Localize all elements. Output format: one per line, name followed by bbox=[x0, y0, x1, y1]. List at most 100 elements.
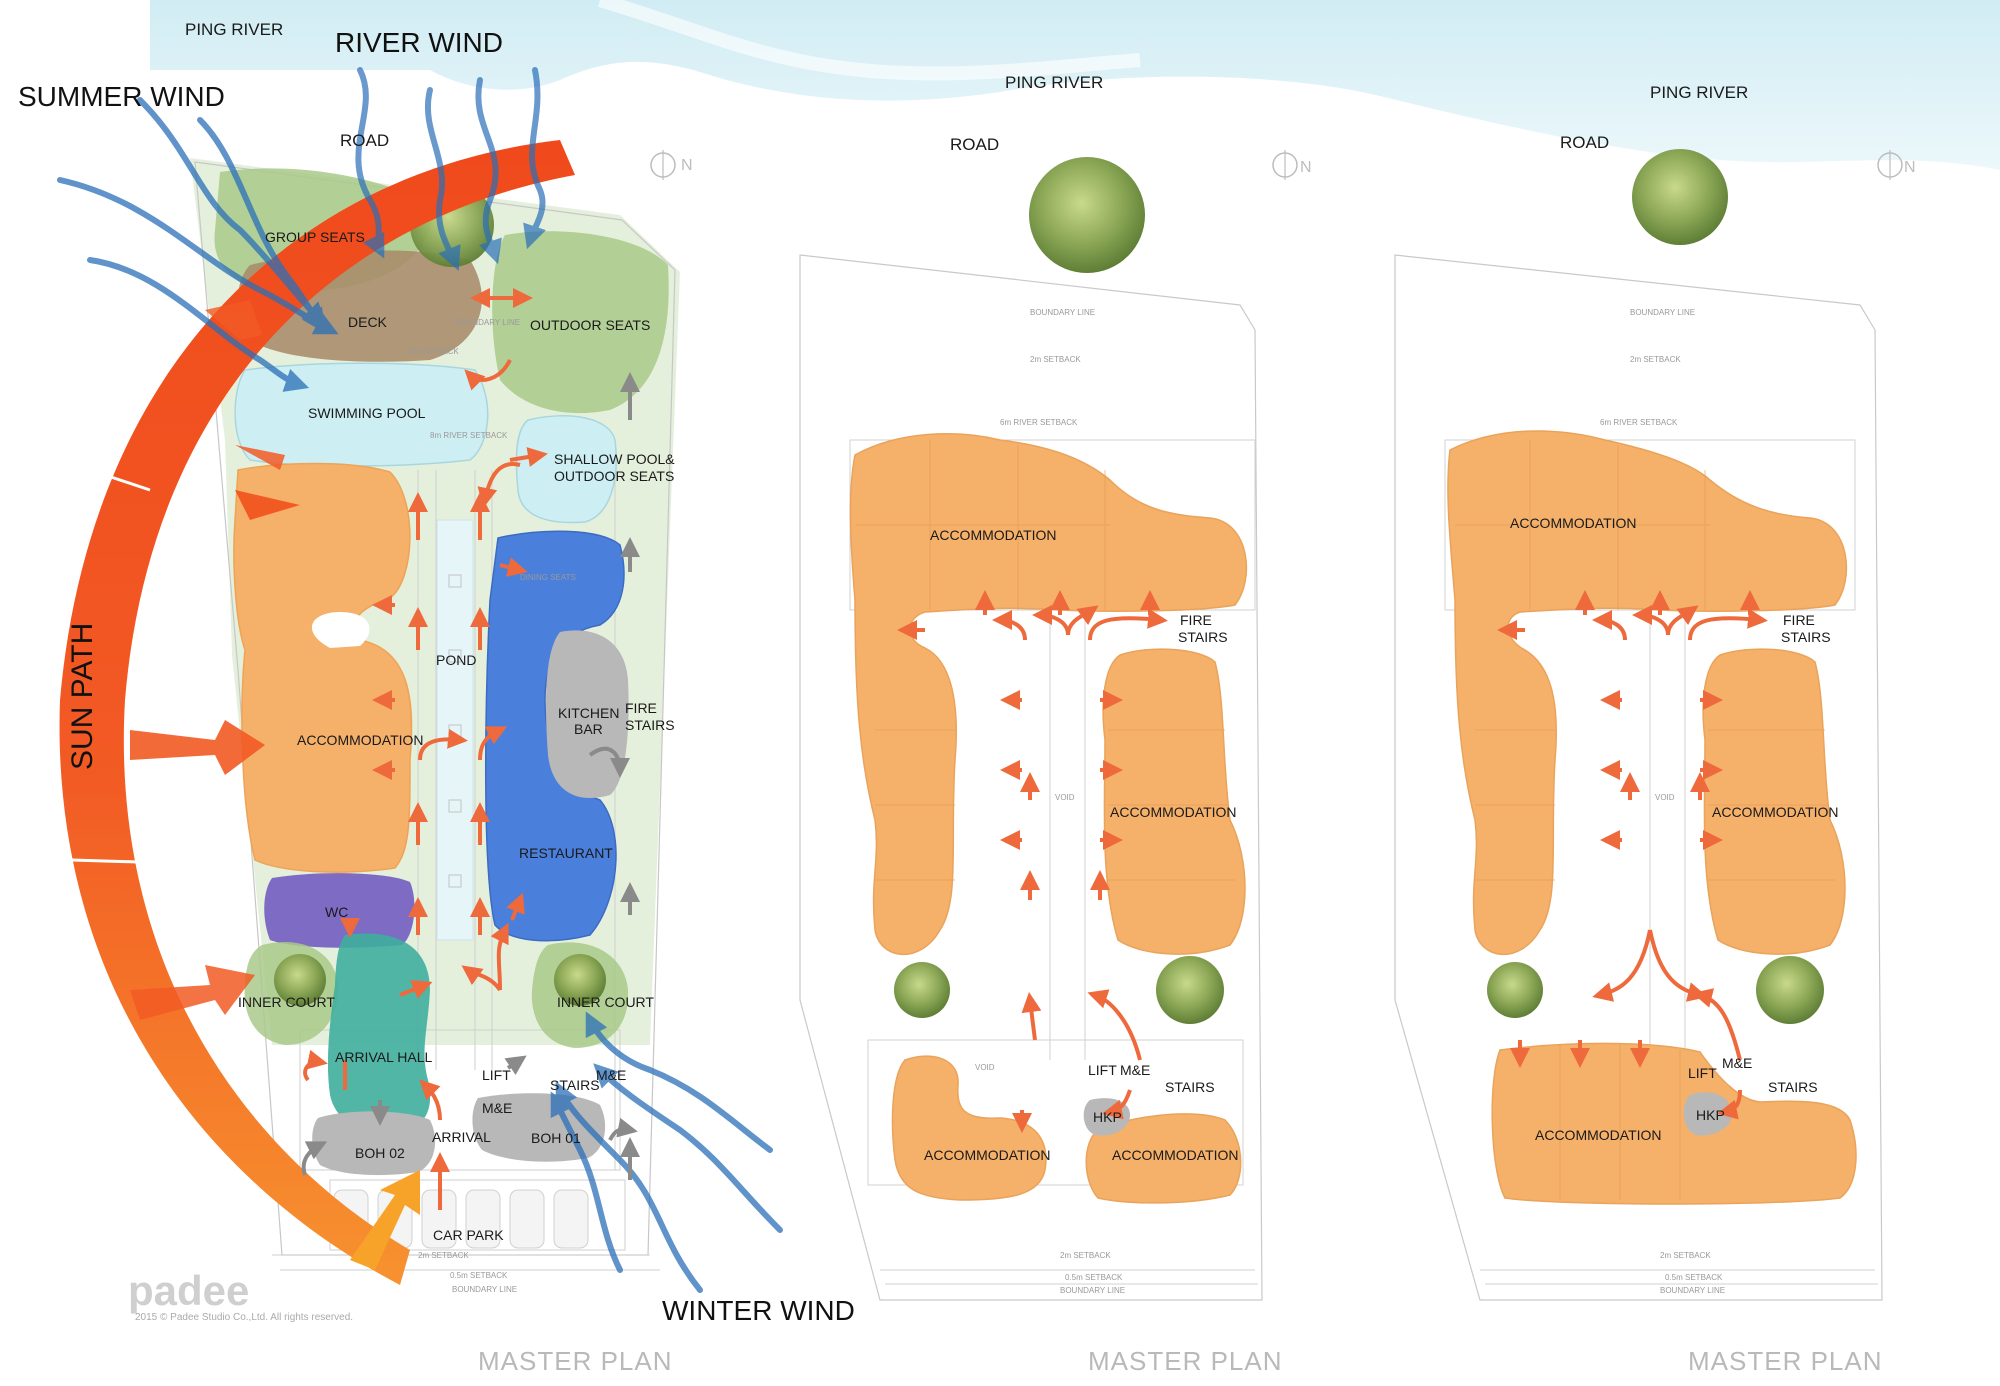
label-arrival: ARRIVAL bbox=[432, 1129, 491, 1145]
sun-arrows bbox=[130, 300, 420, 1270]
label-fire-stairs-1: FIRE bbox=[625, 700, 657, 716]
river bbox=[150, 0, 2000, 170]
plan3-accommodation-right bbox=[1702, 648, 1846, 955]
plan1-north: N bbox=[681, 157, 693, 174]
svg-text:2m SETBACK: 2m SETBACK bbox=[408, 347, 459, 356]
svg-text:2m SETBACK: 2m SETBACK bbox=[1030, 355, 1081, 364]
summer-wind-arrows bbox=[57, 97, 339, 392]
plan1-master-plan: MASTER PLAN bbox=[478, 1346, 673, 1376]
label-inner-court-left: INNER COURT bbox=[238, 994, 335, 1010]
plan1-ping-river: PING RIVER bbox=[185, 20, 283, 39]
plan3-ping-river: PING RIVER bbox=[1650, 83, 1748, 102]
plan3-north: N bbox=[1904, 159, 1916, 176]
plan2-master-plan: MASTER PLAN bbox=[1088, 1346, 1283, 1376]
label-pond: POND bbox=[436, 652, 476, 668]
svg-text:0.5m SETBACK: 0.5m SETBACK bbox=[1065, 1273, 1123, 1282]
svg-text:BOUNDARY LINE: BOUNDARY LINE bbox=[452, 1285, 517, 1294]
label-kitchen: KITCHEN bbox=[558, 705, 619, 721]
plan2-label-hkp: HKP bbox=[1093, 1109, 1122, 1125]
plan2-label-accommodation-br: ACCOMMODATION bbox=[1112, 1147, 1239, 1163]
svg-text:DINING SEATS: DINING SEATS bbox=[520, 573, 576, 582]
plan2-ping-river: PING RIVER bbox=[1005, 73, 1103, 92]
label-inner-court-right: INNER COURT bbox=[557, 994, 654, 1010]
label-stairs: STAIRS bbox=[550, 1077, 600, 1093]
svg-text:VOID: VOID bbox=[1055, 793, 1075, 802]
plan3-road: ROAD bbox=[1560, 133, 1609, 152]
plan1-kitchen-bar-zone bbox=[545, 630, 629, 799]
label-deck: DECK bbox=[348, 314, 388, 330]
plan3-label-fire-2: STAIRS bbox=[1781, 629, 1831, 645]
plan2-label-fire-1: FIRE bbox=[1180, 612, 1212, 628]
svg-text:VOID: VOID bbox=[975, 1063, 995, 1072]
river-wind-arrows bbox=[355, 67, 546, 271]
plan2-label-accommodation-right: ACCOMMODATION bbox=[1110, 804, 1237, 820]
svg-text:6m RIVER SETBACK: 6m RIVER SETBACK bbox=[1600, 418, 1678, 427]
plan1-road: ROAD bbox=[340, 131, 389, 150]
plan2-boundary bbox=[799, 254, 1263, 1301]
label-wc: WC bbox=[325, 904, 348, 920]
plan2-label-fire-2: STAIRS bbox=[1178, 629, 1228, 645]
plan3-label-accommodation-top: ACCOMMODATION bbox=[1510, 515, 1637, 531]
plan2-label-accommodation-bl: ACCOMMODATION bbox=[924, 1147, 1051, 1163]
label-restaurant: RESTAURANT bbox=[519, 845, 613, 861]
plan2-north: N bbox=[1300, 159, 1312, 176]
label-me-top: M&E bbox=[596, 1067, 626, 1083]
plan1-shallow-pool-zone bbox=[515, 415, 617, 524]
svg-text:BOUNDARY LINE: BOUNDARY LINE bbox=[1030, 308, 1095, 317]
plan3-label-lift: LIFT bbox=[1688, 1065, 1717, 1081]
label-shallow-pool-1: SHALLOW POOL& bbox=[554, 451, 675, 467]
plan3-master-plan: MASTER PLAN bbox=[1688, 1346, 1883, 1376]
svg-text:0.5m SETBACK: 0.5m SETBACK bbox=[450, 1271, 508, 1280]
label-kitchen-bar: BAR bbox=[574, 721, 603, 737]
label-lift: LIFT bbox=[482, 1067, 511, 1083]
label-arrival-hall: ARRIVAL HALL bbox=[335, 1049, 432, 1065]
plan-3: N BOUNDARY LINE 2m SETBACK 6m RIVER SETB… bbox=[1394, 83, 1916, 1376]
plan3-label-hkp: HKP bbox=[1696, 1107, 1725, 1123]
svg-text:2m SETBACK: 2m SETBACK bbox=[1660, 1251, 1711, 1260]
winter-wind-arrows bbox=[550, 1011, 783, 1293]
label-outdoor-seats: OUTDOOR SEATS bbox=[530, 317, 650, 333]
label-fire-stairs-2: STAIRS bbox=[625, 717, 675, 733]
plan3-label-accommodation-right: ACCOMMODATION bbox=[1712, 804, 1839, 820]
svg-text:BOUNDARY LINE: BOUNDARY LINE bbox=[455, 318, 520, 327]
svg-text:BOUNDARY LINE: BOUNDARY LINE bbox=[1630, 308, 1695, 317]
plan2-accommodation-right bbox=[1102, 648, 1246, 955]
plan3-label-stairs: STAIRS bbox=[1768, 1079, 1818, 1095]
plan1-wc-zone bbox=[264, 873, 415, 948]
plan-2: N BOUNDARY LINE 2m SETBACK 6m RIVER SETB… bbox=[799, 73, 1312, 1376]
copyright: 2015 © Padee Studio Co.,Ltd. All rights … bbox=[135, 1312, 353, 1323]
river-wind-label: RIVER WIND bbox=[335, 27, 503, 58]
label-swimming-pool: SWIMMING POOL bbox=[308, 405, 426, 421]
plan1-accommodation-zone bbox=[233, 462, 413, 873]
plan1-outdoor-seats-zone bbox=[492, 231, 669, 414]
plan1-restaurant-zone bbox=[484, 530, 625, 942]
padee-logo: padee bbox=[128, 1267, 249, 1314]
plan2-label-accommodation-top: ACCOMMODATION bbox=[930, 527, 1057, 543]
plan3-boundary bbox=[1394, 254, 1883, 1301]
svg-text:2m SETBACK: 2m SETBACK bbox=[1630, 355, 1681, 364]
plan1-arrival-hall-zone bbox=[327, 933, 431, 1133]
plan3-label-me: M&E bbox=[1722, 1055, 1752, 1071]
plan2-road: ROAD bbox=[950, 135, 999, 154]
label-shallow-pool-2: OUTDOOR SEATS bbox=[554, 468, 674, 484]
plan1-pond bbox=[436, 519, 474, 941]
svg-text:2m SETBACK: 2m SETBACK bbox=[1060, 1251, 1111, 1260]
svg-text:BOUNDARY LINE: BOUNDARY LINE bbox=[1060, 1286, 1125, 1295]
label-me-bottom: M&E bbox=[482, 1100, 512, 1116]
label-boh-02: BOH 02 bbox=[355, 1145, 405, 1161]
plan2-accommodation-bottom-right bbox=[1085, 1113, 1242, 1204]
plan3-label-accommodation-bottom: ACCOMMODATION bbox=[1535, 1127, 1662, 1143]
plan2-accommodation-bottom-left bbox=[891, 1055, 1047, 1201]
sun-path-label: SUN PATH bbox=[66, 623, 99, 770]
plan2-label-me: M&E bbox=[1120, 1062, 1150, 1078]
label-car-park: CAR PARK bbox=[433, 1227, 504, 1243]
plan2-label-lift: LIFT bbox=[1088, 1062, 1117, 1078]
svg-text:2m SETBACK: 2m SETBACK bbox=[418, 1251, 469, 1260]
sun-path-arc bbox=[59, 140, 576, 1285]
plan3-accommodation-bottom bbox=[1491, 1042, 1857, 1205]
plan1-circulation-arrows bbox=[303, 288, 548, 1210]
plan1-boh02-zone bbox=[312, 1111, 436, 1176]
svg-text:VOID: VOID bbox=[1655, 793, 1675, 802]
